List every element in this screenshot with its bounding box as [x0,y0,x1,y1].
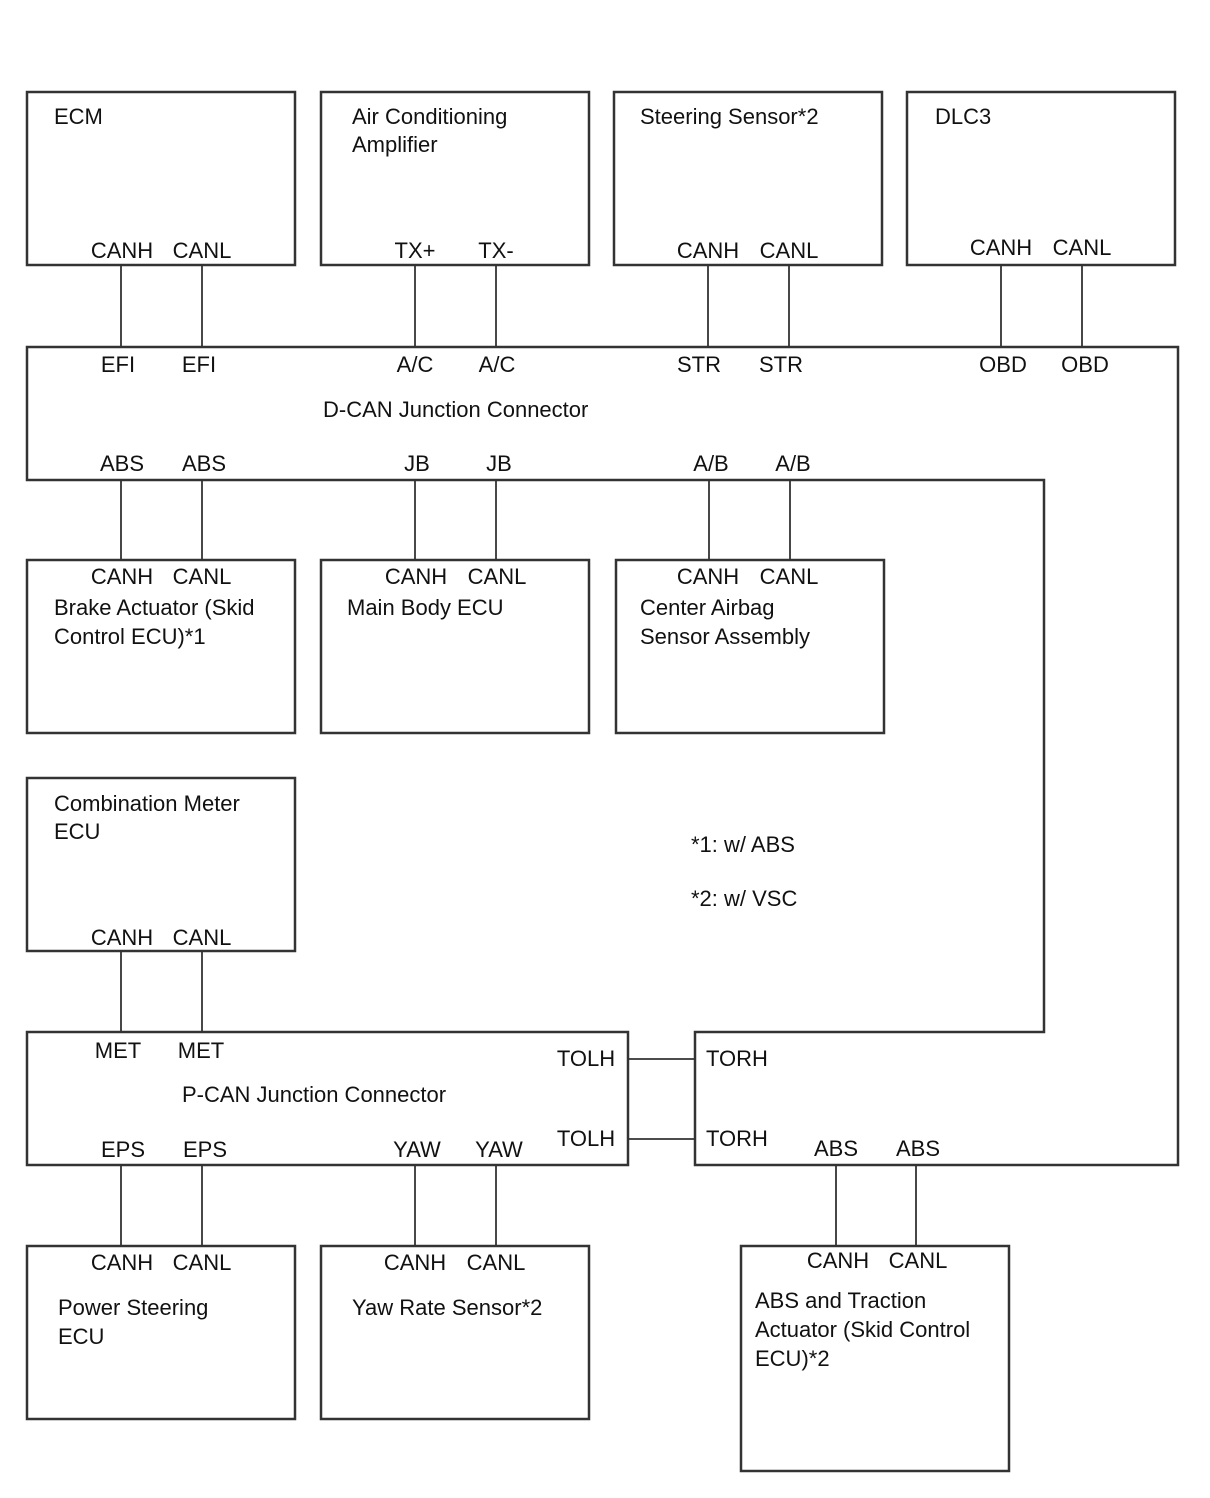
dlc3-name: DLC3 [935,104,991,129]
airbag-name-line2: Sensor Assembly [640,624,810,649]
dcan-pin-abs-2: ABS [182,451,226,476]
power-steering-pin-canh: CANH [91,1250,153,1275]
second-row-wires [120,480,791,560]
d-can-junction-connector: EFI EFI A/C A/C STR STR OBD OBD D-CAN Ju… [25,345,1180,1167]
tor-pin-torh-2: TORH [706,1126,768,1151]
power-steering-ecu-module: CANH CANL Power Steering ECU [25,1244,297,1421]
brake-actuator-module: CANH CANL Brake Actuator (Skid Control E… [25,558,297,735]
yaw-name: Yaw Rate Sensor*2 [352,1295,542,1320]
airbag-pin-canl: CANL [760,564,819,589]
brake-name-line2: Control ECU)*1 [54,624,206,649]
dcan-pin-ab-2: A/B [775,451,810,476]
steering-sensor-module: Steering Sensor*2 CANH CANL [612,90,884,267]
main-body-pin-canl: CANL [468,564,527,589]
air-conditioning-amplifier-module: Air Conditioning Amplifier TX+ TX- [319,90,591,267]
ecm-module: ECM CANH CANL [25,90,297,267]
combination-meter-ecu-module: Combination Meter ECU CANH CANL [25,776,297,953]
tolh-torh-wires [628,1058,695,1140]
dcan-pin-str-2: STR [759,352,803,377]
abs-traction-name-line3: ECU)*2 [755,1346,830,1371]
ac-amp-name-line1: Air Conditioning [352,104,507,129]
ac-amp-name-line2: Amplifier [352,132,438,157]
center-airbag-sensor-module: CANH CANL Center Airbag Sensor Assembly [614,558,886,735]
dcan-pin-jb-1: JB [404,451,430,476]
abs-traction-name-line1: ABS and Traction [755,1288,926,1313]
airbag-name-line1: Center Airbag [640,595,775,620]
meter-wires [120,951,203,1032]
tor-section: TORH TORH ABS ABS [706,1046,940,1161]
pcan-pin-eps-2: EPS [183,1137,227,1162]
dlc3-pin-canh: CANH [970,235,1032,260]
power-steering-name-line2: ECU [58,1324,104,1349]
abs-traction-name-line2: Actuator (Skid Control [755,1317,970,1342]
pcan-pin-yaw-1: YAW [393,1137,441,1162]
dlc3-pin-canl: CANL [1053,235,1112,260]
combo-meter-pin-canh: CANH [91,925,153,950]
brake-name-line1: Brake Actuator (Skid [54,595,255,620]
brake-pin-canh: CANH [91,564,153,589]
combo-meter-name-line2: ECU [54,819,100,844]
pcan-pin-met-1: MET [95,1038,141,1063]
top-row-wires [120,265,1083,347]
dcan-pin-ac-2: A/C [479,352,516,377]
airbag-pin-canh: CANH [677,564,739,589]
steering-sensor-name: Steering Sensor*2 [640,104,819,129]
main-body-ecu-module: CANH CANL Main Body ECU [319,558,591,735]
dlc3-module: DLC3 CANH CANL [905,90,1177,267]
dcan-pin-abs-1: ABS [100,451,144,476]
abs-traction-pin-canl: CANL [889,1248,948,1273]
dcan-pin-jb-2: JB [486,451,512,476]
abs-traction-actuator-module: CANH CANL ABS and Traction Actuator (Ski… [739,1244,1011,1473]
power-steering-pin-canl: CANL [173,1250,232,1275]
footnote-1: *1: w/ ABS [691,832,795,857]
pcan-pin-met-2: MET [178,1038,224,1063]
ecm-pin-canh: CANH [91,238,153,263]
main-body-name: Main Body ECU [347,595,504,620]
dcan-pin-ab-1: A/B [693,451,728,476]
tor-pin-torh-1: TORH [706,1046,768,1071]
bottom-row-wires [120,1165,917,1246]
abs-traction-pin-canh: CANH [807,1248,869,1273]
tor-pin-abs-1: ABS [814,1136,858,1161]
yaw-rate-sensor-module: CANH CANL Yaw Rate Sensor*2 [319,1244,591,1421]
power-steering-name-line1: Power Steering [58,1295,208,1320]
dcan-pin-obd-2: OBD [1061,352,1109,377]
brake-pin-canl: CANL [173,564,232,589]
yaw-pin-canl: CANL [467,1250,526,1275]
pcan-pin-tolh-1: TOLH [557,1046,615,1071]
pcan-pin-yaw-2: YAW [475,1137,523,1162]
p-can-junction-connector: MET MET TOLH P-CAN Junction Connector TO… [25,1030,630,1167]
dcan-pin-str-1: STR [677,352,721,377]
pcan-title: P-CAN Junction Connector [182,1082,446,1107]
combo-meter-name-line1: Combination Meter [54,791,240,816]
footnotes: *1: w/ ABS *2: w/ VSC [691,832,797,911]
tor-pin-abs-2: ABS [896,1136,940,1161]
dcan-pin-efi-1: EFI [101,352,135,377]
ecm-pin-canl: CANL [173,238,232,263]
ecm-name: ECM [54,104,103,129]
pcan-pin-eps-1: EPS [101,1137,145,1162]
pcan-pin-tolh-2: TOLH [557,1126,615,1151]
yaw-pin-canh: CANH [384,1250,446,1275]
main-body-pin-canh: CANH [385,564,447,589]
dcan-pin-obd-1: OBD [979,352,1027,377]
steering-pin-canl: CANL [760,238,819,263]
combo-meter-pin-canl: CANL [173,925,232,950]
dcan-pin-efi-2: EFI [182,352,216,377]
steering-pin-canh: CANH [677,238,739,263]
dcan-pin-ac-1: A/C [397,352,434,377]
footnote-2: *2: w/ VSC [691,886,797,911]
dcan-title: D-CAN Junction Connector [323,397,588,422]
ac-amp-pin-tx-plus: TX+ [395,238,436,263]
ac-amp-pin-tx-minus: TX- [478,238,513,263]
